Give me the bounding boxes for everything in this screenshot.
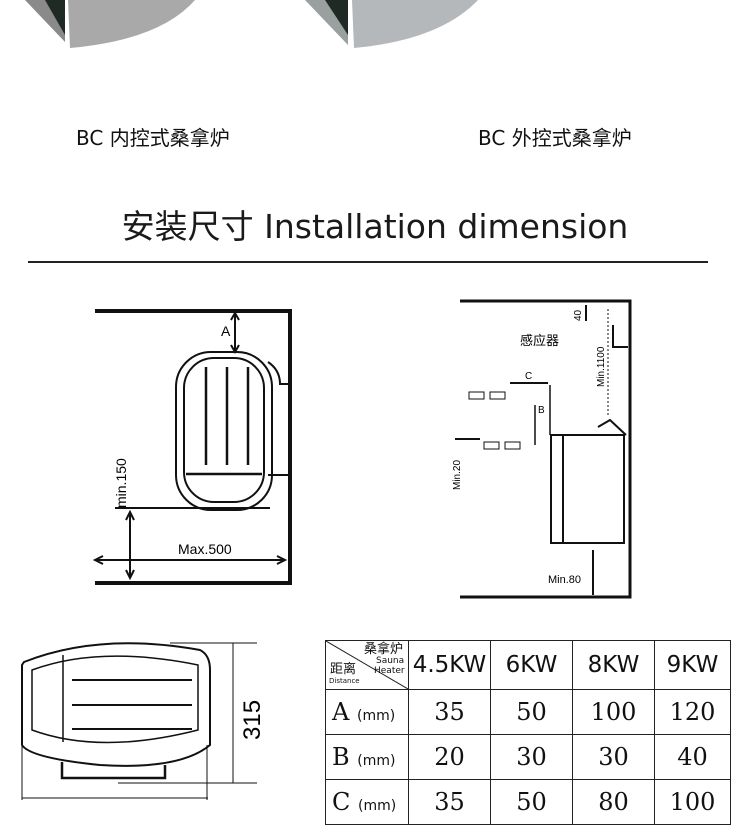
cell: 120 bbox=[654, 689, 731, 735]
corner-sauna-en: Sauna bbox=[376, 656, 405, 666]
cell: 50 bbox=[490, 689, 573, 735]
label-min1100: Min.1100 bbox=[596, 346, 607, 387]
internal-control-caption: BC 内控式桑拿炉 bbox=[76, 126, 230, 150]
section-title: 安装尺寸 Installation dimension bbox=[121, 207, 629, 246]
header-4-5kw: 4.5KW bbox=[408, 640, 491, 690]
cell: 35 bbox=[408, 779, 491, 825]
label-a: A bbox=[221, 323, 231, 339]
table-row: B (mm) 20 30 30 40 bbox=[325, 734, 731, 780]
label-min20: Min.20 bbox=[452, 460, 463, 490]
cell: 100 bbox=[572, 689, 655, 735]
corner-cell: 桑拿炉 Sauna Heater 距离 Distance bbox=[325, 640, 409, 690]
label-min150: min.150 bbox=[113, 458, 129, 508]
cell: 20 bbox=[408, 734, 491, 780]
row-label: A (mm) bbox=[325, 689, 409, 735]
cell: 40 bbox=[654, 734, 731, 780]
cell: 30 bbox=[490, 734, 573, 780]
header-6kw: 6KW bbox=[490, 640, 573, 690]
cell: 30 bbox=[572, 734, 655, 780]
side-view-diagram: A min.150 Max.500 bbox=[92, 309, 292, 585]
label-max500: Max.500 bbox=[178, 541, 232, 557]
clearance-table: 桑拿炉 Sauna Heater 距离 Distance 4.5KW 6KW 8… bbox=[325, 640, 731, 825]
cell: 35 bbox=[408, 689, 491, 735]
table-row: C (mm) 35 50 80 100 bbox=[325, 779, 731, 825]
label-c: C bbox=[525, 371, 532, 382]
header-8kw: 8KW bbox=[572, 640, 655, 690]
cell: 80 bbox=[572, 779, 655, 825]
row-label: B (mm) bbox=[325, 734, 409, 780]
label-min80: Min.80 bbox=[548, 574, 581, 586]
row-label: C (mm) bbox=[325, 779, 409, 825]
label-b: B bbox=[538, 405, 545, 416]
corner-distance-cn: 距离 bbox=[330, 662, 357, 677]
sensor-label: 感应器 bbox=[520, 333, 559, 348]
corner-heater-en: Heater bbox=[374, 666, 405, 676]
label-40: 40 bbox=[573, 309, 584, 321]
divider bbox=[28, 261, 708, 263]
product-images bbox=[25, 0, 478, 48]
sensor-placement-diagram: 40 Min.1100 感应器 C B Min.20 Min.80 bbox=[452, 299, 632, 599]
corner-heater-cn: 桑拿炉 bbox=[364, 642, 404, 657]
internal-control-heater-image bbox=[25, 0, 195, 48]
cell: 50 bbox=[490, 779, 573, 825]
table-header-row: 桑拿炉 Sauna Heater 距离 Distance 4.5KW 6KW 8… bbox=[325, 640, 731, 690]
corner-distance-en: Distance bbox=[329, 677, 360, 685]
table-row: A (mm) 35 50 100 120 bbox=[325, 689, 731, 735]
external-control-heater-image bbox=[305, 0, 478, 48]
header-9kw: 9KW bbox=[654, 640, 731, 690]
front-view-diagram: 315 bbox=[21, 642, 266, 800]
cell: 100 bbox=[654, 779, 731, 825]
external-control-caption: BC 外控式桑拿炉 bbox=[478, 126, 632, 150]
label-315: 315 bbox=[239, 700, 266, 740]
